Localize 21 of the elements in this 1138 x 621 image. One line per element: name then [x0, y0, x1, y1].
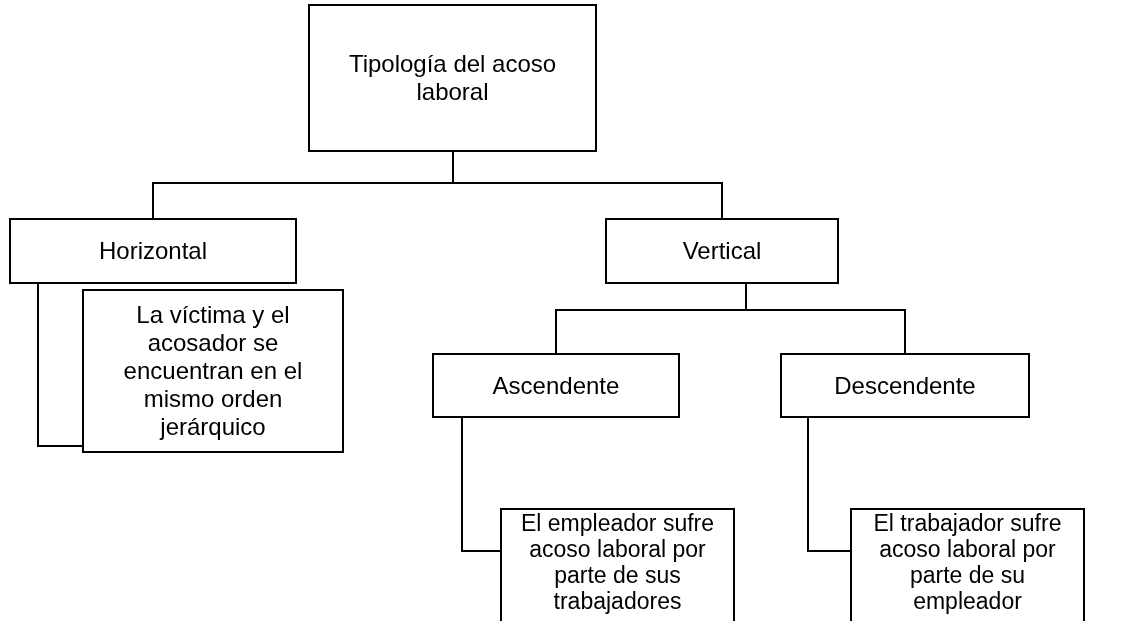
process-box	[850, 508, 1085, 621]
box-label: Horizontal	[98, 237, 207, 265]
box-label: La víctima y el acosador se encuentran en el mismo orden jerárquico	[122, 301, 304, 441]
box-label: El empleador sufre acoso laboral por parte de sus trabajadores	[519, 510, 715, 614]
connector-line	[745, 283, 906, 354]
process-box	[432, 353, 680, 418]
connector-line	[452, 151, 723, 219]
box-label: El trabajador sufre acoso laboral por parte de su empleador	[872, 510, 1063, 614]
box-label: Vertical	[682, 237, 762, 265]
box-label: Ascendente	[492, 371, 620, 400]
connector-line	[461, 417, 501, 552]
process-box	[605, 218, 839, 284]
process-box	[308, 4, 597, 152]
box-label: Descendente	[834, 371, 976, 400]
process-box	[500, 508, 735, 621]
connector-line	[37, 283, 83, 447]
process-box	[9, 218, 297, 284]
connector-line	[807, 417, 851, 552]
process-box	[780, 353, 1030, 418]
box-label: Tipología del acoso laboral	[347, 50, 558, 106]
process-box	[82, 289, 344, 453]
